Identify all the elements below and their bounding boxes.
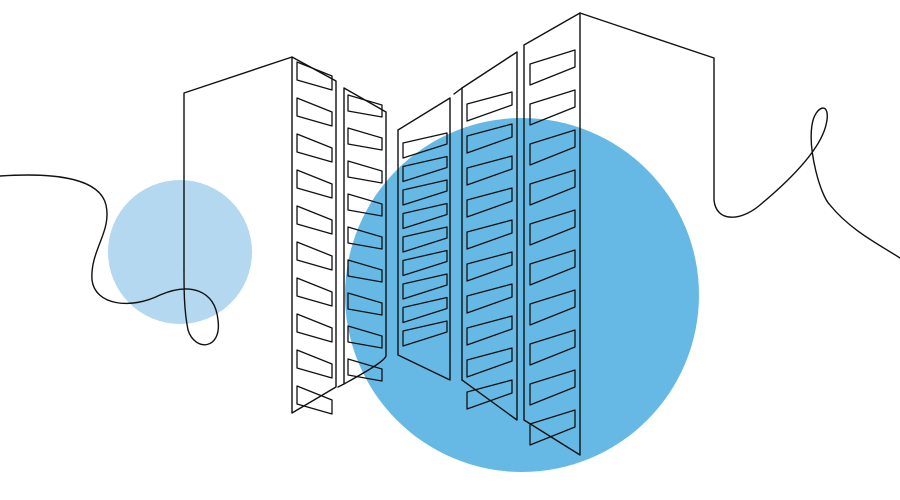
window — [529, 49, 576, 86]
window — [529, 369, 576, 406]
small-light-blue-circle — [108, 180, 252, 324]
window — [296, 61, 333, 91]
window — [529, 89, 576, 126]
window — [466, 91, 513, 122]
window — [402, 132, 448, 159]
window — [347, 94, 383, 118]
window — [347, 160, 383, 184]
window — [402, 296, 448, 324]
window — [402, 273, 448, 300]
window — [529, 249, 576, 286]
window — [466, 155, 513, 186]
right-building-outline-and-squiggle — [579, 12, 900, 259]
window — [529, 289, 576, 326]
window — [529, 129, 576, 166]
window — [466, 123, 513, 154]
window — [402, 226, 448, 253]
window — [347, 358, 383, 382]
window — [347, 292, 383, 316]
window — [296, 97, 333, 127]
window — [296, 385, 333, 415]
window — [466, 219, 513, 250]
window — [347, 325, 383, 349]
window — [347, 193, 383, 217]
window — [466, 379, 513, 410]
window — [296, 169, 333, 199]
window — [466, 251, 513, 282]
window — [529, 169, 576, 206]
building-column-d — [461, 51, 518, 421]
window — [402, 202, 448, 230]
window — [466, 315, 513, 346]
left-squiggle-line — [0, 174, 219, 346]
window — [402, 320, 448, 347]
window — [529, 209, 576, 246]
window — [296, 349, 333, 379]
left-building-outline — [183, 56, 337, 414]
window — [529, 409, 576, 446]
window — [296, 133, 333, 163]
window — [466, 283, 513, 314]
window — [347, 259, 383, 283]
window — [296, 241, 333, 271]
window — [296, 277, 333, 307]
window — [347, 226, 383, 250]
window — [402, 179, 448, 206]
window — [466, 187, 513, 218]
building-column-b — [337, 87, 387, 388]
window — [402, 249, 448, 277]
window — [466, 347, 513, 378]
window — [296, 313, 333, 343]
window — [347, 127, 383, 151]
window — [402, 155, 448, 183]
building-windows — [296, 49, 576, 446]
window — [529, 329, 576, 366]
window — [296, 205, 333, 235]
